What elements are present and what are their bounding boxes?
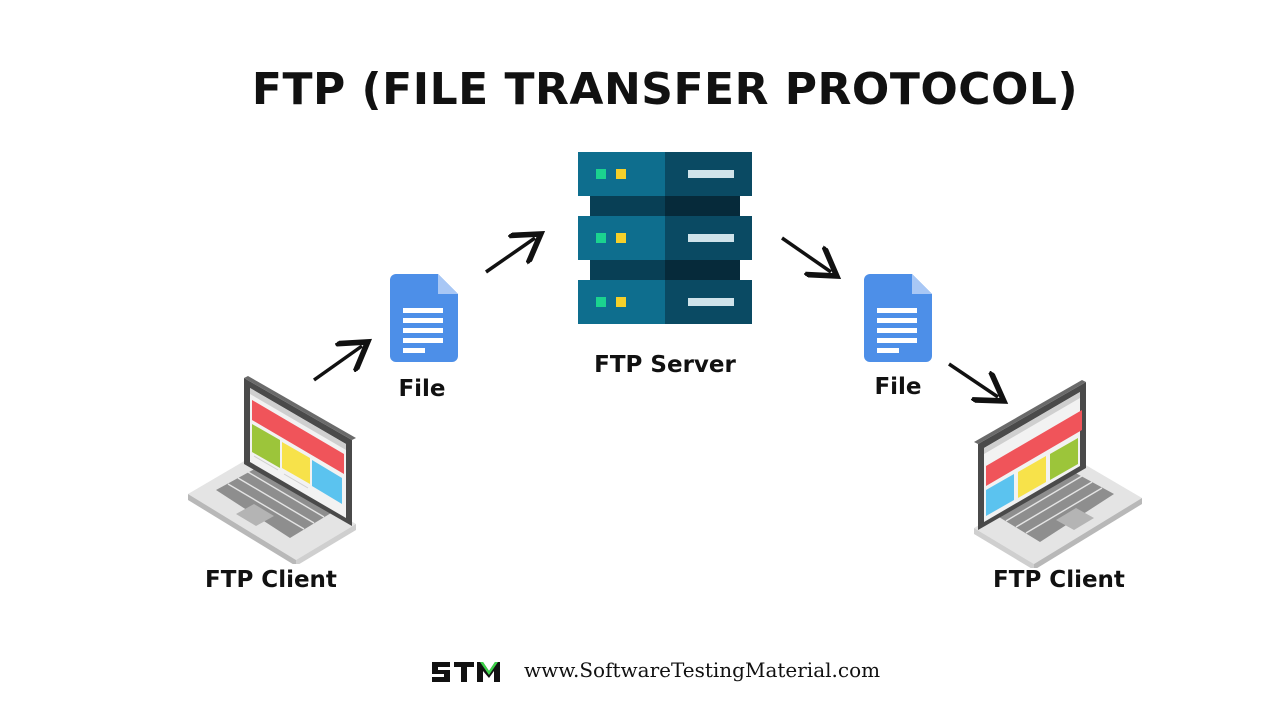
file-label-right: File [874, 374, 922, 400]
page-title: FTP (FILE TRANSFER PROTOCOL) [251, 64, 1079, 115]
laptop-icon [188, 376, 356, 564]
stm-logo-icon [432, 662, 500, 682]
document-icon [864, 274, 932, 362]
arrow-client-to-file [312, 346, 362, 382]
server-icon [578, 152, 752, 324]
document-icon [390, 274, 458, 362]
laptop-icon [974, 380, 1142, 568]
arrow-server-to-file [781, 236, 831, 272]
server-label: FTP Server [594, 352, 736, 378]
arrow-file-to-server [485, 238, 535, 274]
file-label-left: File [398, 376, 446, 402]
arrow-file-to-client [948, 362, 998, 397]
footer-url[interactable]: www.SoftwareTestingMaterial.com [524, 658, 881, 682]
client-label-left: FTP Client [205, 567, 337, 593]
client-label-right: FTP Client [993, 567, 1125, 593]
